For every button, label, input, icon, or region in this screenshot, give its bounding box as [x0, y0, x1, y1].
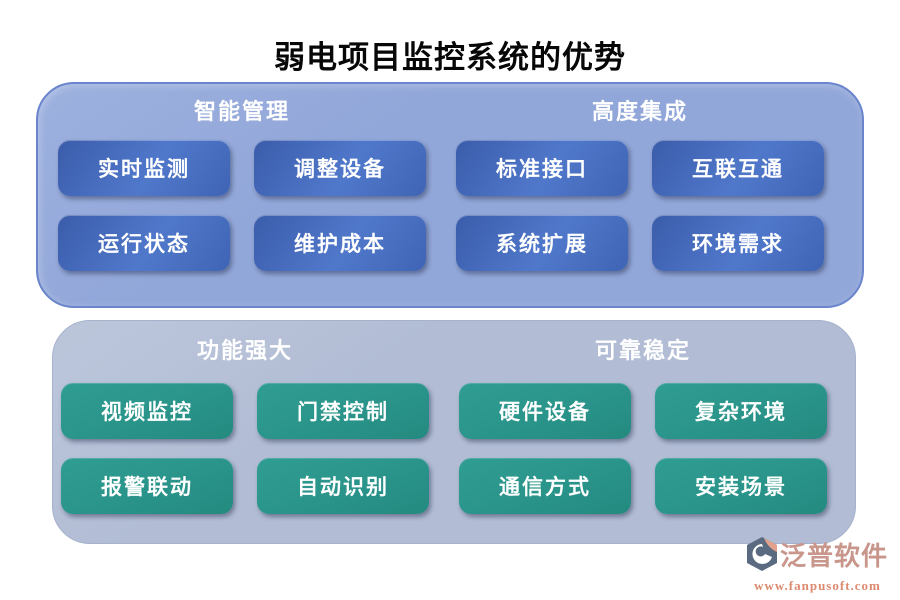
fanpu-watermark: 泛普软件 www.fanpusoft.com — [746, 537, 888, 594]
feature-button-hardware-equipment[interactable]: 硬件设备 — [459, 383, 631, 439]
button-grid: 硬件设备 复杂环境 通信方式 安装场景 — [459, 383, 827, 514]
section-powerful-functions: 功能强大 视频监控 门禁控制 报警联动 自动识别 — [61, 337, 429, 543]
feature-button-auto-recognition[interactable]: 自动识别 — [257, 458, 429, 514]
section-title: 功能强大 — [196, 338, 293, 363]
feature-button-alarm-linkage[interactable]: 报警联动 — [61, 458, 233, 514]
feature-button-complex-environment[interactable]: 复杂环境 — [655, 383, 827, 439]
feature-button-communication-method[interactable]: 通信方式 — [459, 458, 631, 514]
feature-button-realtime-monitoring[interactable]: 实时监测 — [58, 140, 230, 196]
section-title: 智能管理 — [193, 99, 290, 124]
page-title: 弱电项目监控系统的优势 — [274, 40, 626, 75]
fanpu-logo-icon — [746, 537, 777, 576]
button-grid: 标准接口 互联互通 系统扩展 环境需求 — [456, 140, 824, 271]
logo-company-name: 泛普软件 — [779, 541, 888, 571]
panel-bottom-sections: 功能强大 视频监控 门禁控制 报警联动 自动识别 可靠稳定 硬件设备 复杂环境 … — [53, 321, 855, 543]
feature-button-access-control[interactable]: 门禁控制 — [257, 383, 429, 439]
section-smart-management: 智能管理 实时监测 调整设备 运行状态 维护成本 — [58, 98, 426, 306]
logo-website-url: www.fanpusoft.com — [754, 578, 881, 593]
feature-button-installation-scene[interactable]: 安装场景 — [655, 458, 827, 514]
feature-button-operating-status[interactable]: 运行状态 — [58, 215, 230, 271]
section-title: 高度集成 — [591, 99, 688, 124]
feature-button-video-surveillance[interactable]: 视频监控 — [61, 383, 233, 439]
panel-top-sections: 智能管理 实时监测 调整设备 运行状态 维护成本 高度集成 标准接口 互联互通 … — [38, 84, 862, 306]
logo-row: 泛普软件 — [746, 537, 888, 576]
feature-button-standard-interface[interactable]: 标准接口 — [456, 140, 628, 196]
button-grid: 实时监测 调整设备 运行状态 维护成本 — [58, 140, 426, 271]
section-high-integration: 高度集成 标准接口 互联互通 系统扩展 环境需求 — [456, 98, 824, 306]
section-reliable-stable: 可靠稳定 硬件设备 复杂环境 通信方式 安装场景 — [459, 337, 827, 543]
feature-button-maintenance-cost[interactable]: 维护成本 — [254, 215, 426, 271]
feature-button-adjust-equipment[interactable]: 调整设备 — [254, 140, 426, 196]
feature-button-interconnection[interactable]: 互联互通 — [652, 140, 824, 196]
button-grid: 视频监控 门禁控制 报警联动 自动识别 — [61, 383, 429, 514]
section-title: 可靠稳定 — [594, 338, 691, 363]
feature-button-system-expansion[interactable]: 系统扩展 — [456, 215, 628, 271]
feature-button-environment-requirement[interactable]: 环境需求 — [652, 215, 824, 271]
panel-powerful-functions: 功能强大 视频监控 门禁控制 报警联动 自动识别 可靠稳定 硬件设备 复杂环境 … — [52, 320, 856, 544]
panel-smart-management: 智能管理 实时监测 调整设备 运行状态 维护成本 高度集成 标准接口 互联互通 … — [36, 82, 864, 308]
